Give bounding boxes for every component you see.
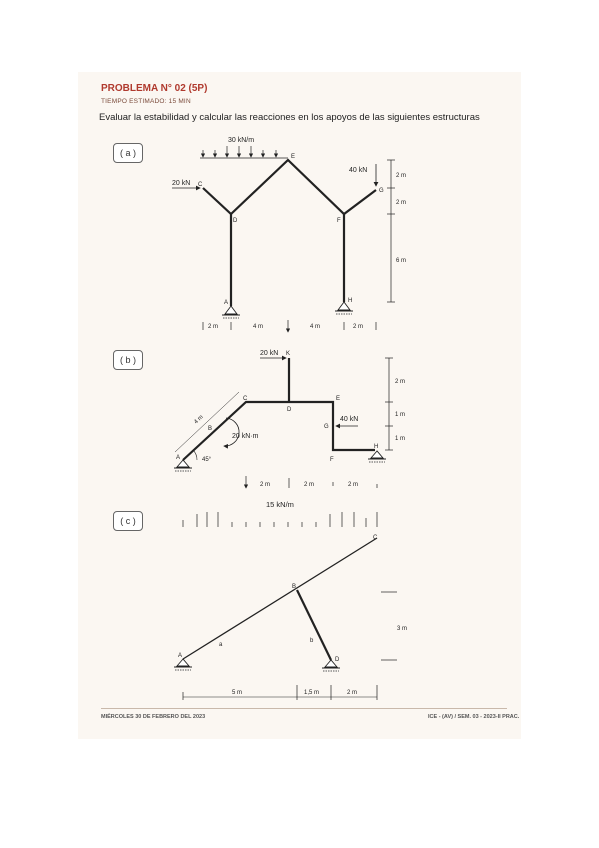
dim-a-h1: 2 m bbox=[208, 324, 218, 330]
load-k-label: 20 kN bbox=[260, 350, 278, 357]
load-15kn-label: 15 kN/m bbox=[266, 500, 294, 509]
load-b-g-label: 40 kN bbox=[340, 416, 358, 423]
dim-a-v3: 6 m bbox=[396, 258, 406, 264]
dim-b-h1: 2 m bbox=[260, 482, 270, 488]
node-b-k: K bbox=[286, 351, 290, 357]
pin-support-c-d bbox=[322, 659, 340, 672]
problem-title: PROBLEMA N° 02 (5P) bbox=[101, 83, 208, 94]
dim-c-v: 3 m bbox=[397, 626, 407, 632]
dim-c-h2: 1,5 m bbox=[304, 690, 319, 696]
dim-b-v3: 1 m bbox=[395, 436, 405, 442]
dim-a-v2: 2 m bbox=[396, 200, 406, 206]
footer-date: MIÉRCOLES 30 DE FEBRERO DEL 2023 bbox=[101, 714, 206, 720]
dim-b-h2: 2 m bbox=[304, 482, 314, 488]
distributed-load-a bbox=[200, 146, 288, 159]
node-a-c: C bbox=[198, 182, 203, 188]
moment-label: 20 kN·m bbox=[232, 433, 259, 440]
member-b-label: b bbox=[310, 638, 314, 644]
node-b-d: D bbox=[287, 407, 292, 413]
page-sheet bbox=[78, 72, 521, 739]
angle-45-label: 45° bbox=[202, 457, 212, 463]
problem-statement: Evaluar la estabilidad y calcular las re… bbox=[99, 112, 480, 123]
dim-a-h4: 2 m bbox=[353, 324, 363, 330]
structure-a: 30 kN/m 20 kN 40 kN C D E F G A H bbox=[172, 137, 406, 333]
node-a-e: E bbox=[291, 154, 295, 160]
node-b-c: C bbox=[243, 396, 248, 402]
problem-subtitle: TIEMPO ESTIMADO: 15 MIN bbox=[101, 98, 191, 105]
dim-b-h3: 2 m bbox=[348, 482, 358, 488]
load-30kn-label: 30 kN/m bbox=[228, 137, 254, 144]
pin-support-b-a bbox=[174, 459, 192, 472]
footer-course: ICE - (AV) / SEM. 03 - 2023-II PRAC. bbox=[428, 714, 520, 720]
part-c-label: ( c ) bbox=[113, 511, 143, 531]
dim-c-h3: 2 m bbox=[347, 690, 357, 696]
node-a-d: D bbox=[233, 218, 238, 224]
structure-c: 15 kN/m A B C D a b 3 m 5 bbox=[174, 500, 407, 700]
structure-b: 4 m 45° 20 kN·m 20 kN 40 kN A B C D E G bbox=[174, 350, 405, 489]
pin-support-b-h bbox=[368, 450, 386, 463]
dim-b-v1: 2 m bbox=[395, 379, 405, 385]
dim-b-inclined: 4 m bbox=[193, 414, 204, 425]
node-a-g: G bbox=[379, 188, 384, 194]
dim-a-v1: 2 m bbox=[396, 173, 406, 179]
dim-b-v2: 1 m bbox=[395, 412, 405, 418]
node-c-c: C bbox=[373, 535, 378, 541]
node-a-h: H bbox=[348, 298, 352, 304]
part-a-label: ( a ) bbox=[113, 143, 143, 163]
pin-support-h bbox=[335, 301, 353, 315]
node-b-f: F bbox=[330, 457, 334, 463]
footer-divider bbox=[101, 708, 507, 709]
node-a-f: F bbox=[337, 218, 341, 224]
dim-c-h1: 5 m bbox=[232, 690, 242, 696]
node-a-a: A bbox=[224, 300, 228, 306]
load-c-label: 20 kN bbox=[172, 180, 190, 187]
node-b-b: B bbox=[208, 426, 212, 432]
pin-support-c-a bbox=[174, 658, 192, 671]
load-g-label: 40 kN bbox=[349, 167, 367, 174]
part-b-label: ( b ) bbox=[113, 350, 143, 370]
node-c-b: B bbox=[292, 584, 296, 590]
node-b-a: A bbox=[176, 455, 180, 461]
node-b-g: G bbox=[324, 424, 329, 430]
distributed-load-c bbox=[182, 512, 378, 527]
pin-support-a bbox=[222, 305, 240, 319]
member-a-label: a bbox=[219, 642, 223, 648]
node-b-h: H bbox=[374, 444, 378, 450]
node-b-e: E bbox=[336, 396, 340, 402]
dim-a-h3: 4 m bbox=[310, 324, 320, 330]
node-c-d: D bbox=[335, 657, 340, 663]
dim-a-h2: 4 m bbox=[253, 324, 263, 330]
node-c-a: A bbox=[178, 653, 182, 659]
